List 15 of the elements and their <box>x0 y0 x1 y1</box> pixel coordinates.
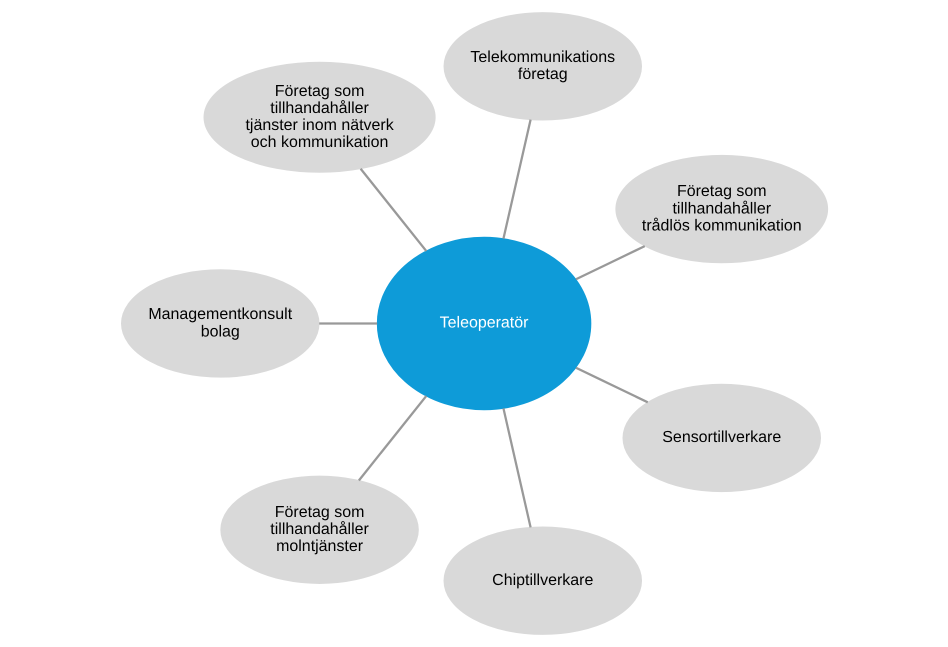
node-ellipse: Sensortillverkare <box>622 384 821 492</box>
connector <box>318 322 377 325</box>
connector <box>574 366 648 404</box>
node-ellipse: Chiptillverkare <box>443 526 642 635</box>
connector <box>357 395 427 482</box>
node-ellipse: Teleoperatör <box>376 236 591 410</box>
node-ellipse: Företag som tillhandahåller trådlös kommunikation <box>614 154 828 264</box>
node-ellipse: Managementkonsult bolag <box>120 269 319 378</box>
node-ellipse: Företag som tillhandahåller tjänster inom nätverk och kommunikation <box>203 62 436 173</box>
connector <box>359 168 427 252</box>
node-ellipse: Företag som tillhandahåller molntjänster <box>220 476 418 584</box>
connector <box>502 119 532 239</box>
connector <box>574 245 645 280</box>
node-ellipse: Telekommunikations företag <box>443 12 642 120</box>
connector <box>502 408 532 528</box>
